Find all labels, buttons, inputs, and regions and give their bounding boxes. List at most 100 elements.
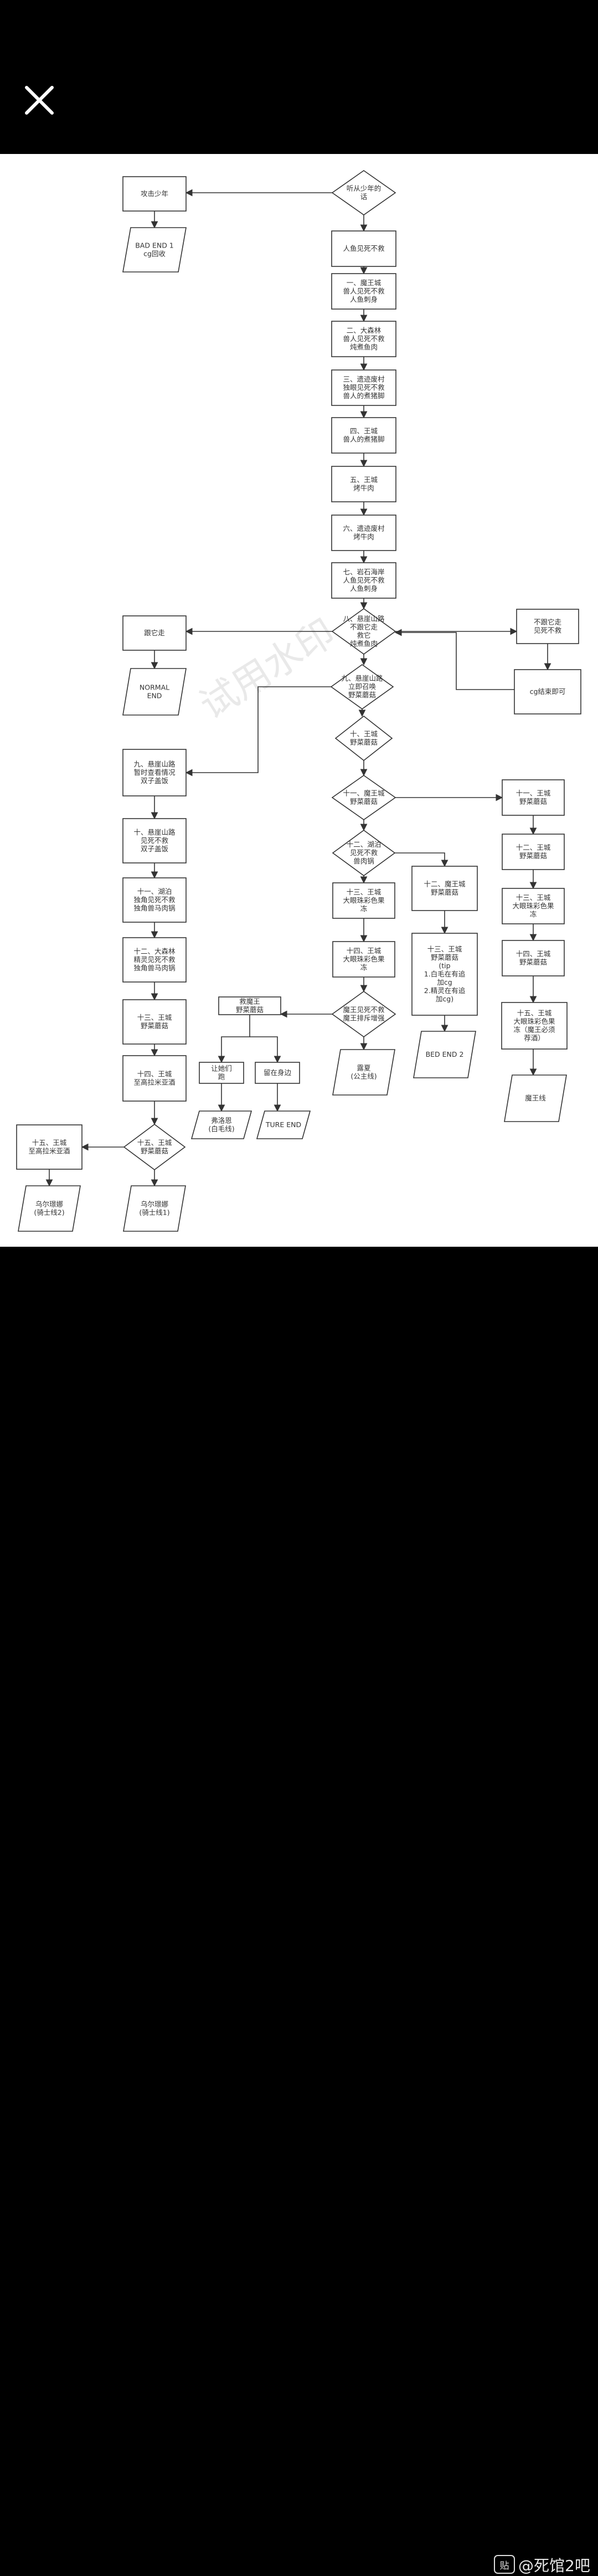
node-label: 六、遗迹废村 (343, 525, 385, 533)
node-label: 兽肉锅 (353, 857, 374, 865)
node-label: 野菜蘑菇 (519, 852, 547, 860)
viewer-bottom-bar: 贴 @死馆2吧 (0, 1247, 598, 2575)
node-shape (332, 941, 395, 978)
node-shape (331, 170, 396, 215)
node-label: 兽人见死不救 (343, 335, 385, 343)
node-shape (411, 866, 478, 911)
node-shape (331, 273, 396, 310)
viewer-top-bar (0, 0, 598, 154)
node-label: 荐酒） (524, 1034, 545, 1042)
node-label: 野菜蘑菇 (519, 798, 547, 806)
node-label: 十四、王城 (347, 947, 382, 955)
node-label: 七、岩石海岸 (343, 568, 384, 576)
flowchart-edges (45, 189, 551, 1187)
node-label: 冻 (530, 910, 537, 918)
node-shape (256, 1110, 311, 1139)
node-shape (331, 562, 396, 599)
node-label: 人鱼刺身 (350, 295, 378, 304)
node-label: 见死不救 (141, 836, 169, 845)
node-label: TURE END (265, 1120, 301, 1129)
node-knight1: 乌尔璟娜(骑士线1) (123, 1185, 186, 1232)
node-label: cg结束即可 (530, 687, 566, 696)
node-shape (122, 1055, 187, 1102)
node-label: 加cg (437, 978, 452, 986)
e-save-keep (250, 1036, 281, 1063)
node-shape (501, 1002, 568, 1050)
node-label: 十三、王城 (137, 1014, 172, 1022)
node-label: 炖煮鱼肉 (350, 343, 378, 351)
node-label: 野菜蘑菇 (348, 691, 376, 699)
node-shape (504, 1074, 567, 1122)
node-label: 立即召唤 (348, 682, 377, 691)
node-white: 弗洛恩(白毛线) (190, 1110, 252, 1139)
node-label: 野菜蘑菇 (431, 888, 458, 897)
node-label: 十二、王城 (516, 844, 551, 852)
node-bed2: BED END 2 (413, 1031, 476, 1078)
node-label: 野菜蘑菇 (236, 1006, 264, 1014)
node-label: 独角兽马肉锅 (133, 904, 175, 912)
node-label: 魔王排斥增强 (343, 1014, 385, 1022)
node-label: 留在身边 (264, 1068, 292, 1077)
node-attack: 攻击少年 (122, 176, 187, 212)
node-keep: 留在身边 (255, 1062, 300, 1084)
node-label: 冻（魔王必须 (513, 1026, 555, 1034)
node-shape (218, 996, 281, 1015)
node-label: 独眼见死不救 (343, 383, 385, 392)
node-shape (502, 888, 565, 924)
node-label: 九、悬崖山路 (341, 674, 383, 682)
node-shape (122, 668, 187, 716)
e-save-letgo (218, 1015, 250, 1063)
node-label: 跟它走 (144, 629, 165, 637)
node-label: cg回收 (143, 250, 166, 258)
node-shape (331, 466, 396, 502)
close-icon[interactable] (22, 83, 56, 117)
node-label: 让她们 (211, 1065, 232, 1073)
node-label: 见死不救 (534, 626, 562, 635)
node-shape (331, 230, 396, 267)
e-cgend-c8 (394, 629, 514, 690)
node-label: 十五、王城 (137, 1139, 172, 1147)
node-label: 大眼珠彩色果 (343, 896, 385, 904)
node-label: 炖煮鱼肉 (350, 640, 378, 648)
node-shape (502, 834, 565, 870)
node-label: 野菜蘑菇 (141, 1147, 168, 1155)
node-shape (122, 937, 187, 983)
node-shape (123, 1124, 186, 1170)
node-label: 四、王城 (350, 427, 378, 435)
node-label: 大眼珠彩色果 (512, 902, 554, 910)
node-shape (122, 999, 187, 1045)
node-label: 救魔王 (239, 998, 260, 1006)
node-label: 野菜蘑菇 (350, 738, 378, 747)
node-shape (332, 882, 395, 919)
node-shape (330, 664, 394, 709)
node-label: 兽人的煮猪脚 (343, 435, 384, 444)
node-label: 烤牛肉 (353, 484, 374, 492)
node-label: 加cg) (436, 995, 453, 1003)
node-princess: 露夏(公主线) (332, 1049, 395, 1096)
node-shape (334, 715, 393, 762)
node-label: 跑 (218, 1073, 225, 1081)
node-shape (16, 1124, 83, 1170)
node-shape (190, 1110, 252, 1139)
node-label: 兽人见死不救 (343, 287, 385, 295)
node-label: 十四、王城 (516, 950, 551, 958)
node-label: 十一、湖泊 (137, 887, 172, 896)
node-label: 魔王见死不救 (343, 1006, 385, 1014)
node-label: 冻 (360, 904, 368, 913)
